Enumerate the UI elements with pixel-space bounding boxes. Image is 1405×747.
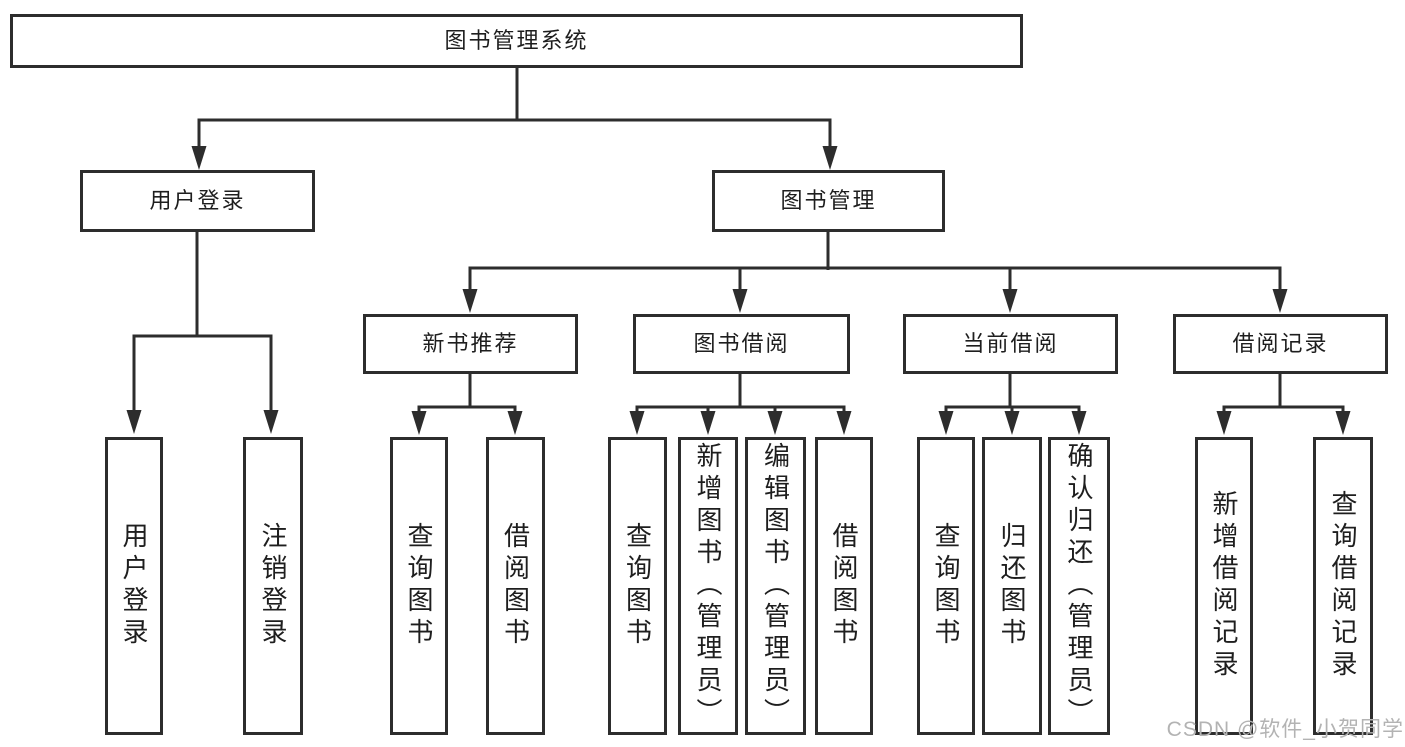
watermark: CSDN @软件_小贺同学	[1166, 718, 1404, 741]
node-label: 图书借阅	[693, 331, 790, 356]
node-new-book-recommendation: 新书推荐	[363, 314, 578, 374]
node-library-management-system: 图书管理系统	[10, 14, 1023, 68]
node-user-login: 用户登录	[80, 170, 315, 232]
node-label: 借阅图书	[500, 522, 531, 650]
node-label: 当前借阅	[962, 331, 1059, 356]
node-leaf-confirm-return-admin: 确认归还（管理员）	[1048, 437, 1110, 735]
node-label: 借阅图书	[829, 522, 859, 650]
node-leaf-add-borrow-record: 新增借阅记录	[1195, 437, 1253, 735]
node-label: 用户登录	[149, 188, 246, 213]
node-label: 图书管理系统	[444, 28, 589, 53]
node-leaf-edit-book-admin: 编辑图书（管理员）	[745, 437, 806, 735]
node-leaf-add-book-admin: 新增图书（管理员）	[678, 437, 738, 735]
node-leaf-query-books-current: 查询图书	[917, 437, 975, 735]
node-label: 查询图书	[622, 522, 653, 650]
node-label: 新增借阅记录	[1209, 490, 1239, 682]
node-leaf-borrow-books-recommendation: 借阅图书	[486, 437, 545, 735]
node-label: 归还图书	[997, 522, 1027, 650]
node-leaf-query-books-recommendation: 查询图书	[390, 437, 448, 735]
node-label: 查询图书	[404, 522, 434, 650]
node-book-borrowing: 图书借阅	[633, 314, 850, 374]
node-label: 确认归还（管理员）	[1064, 442, 1094, 730]
node-leaf-return-book: 归还图书	[982, 437, 1042, 735]
node-label: 新增图书（管理员）	[693, 442, 723, 730]
node-leaf-query-books-borrowing: 查询图书	[608, 437, 667, 735]
node-label: 查询图书	[931, 522, 961, 650]
node-label: 新书推荐	[422, 331, 519, 356]
node-leaf-user-login: 用户登录	[105, 437, 163, 735]
node-label: 图书管理	[780, 188, 877, 213]
node-current-borrowing: 当前借阅	[903, 314, 1118, 374]
node-label: 查询借阅记录	[1328, 490, 1358, 682]
node-leaf-query-borrow-record: 查询借阅记录	[1313, 437, 1373, 735]
node-label: 用户登录	[119, 522, 149, 650]
node-book-management: 图书管理	[712, 170, 945, 232]
node-label: 注销登录	[258, 522, 288, 650]
node-label: 编辑图书（管理员）	[760, 442, 791, 730]
node-borrowing-records: 借阅记录	[1173, 314, 1388, 374]
node-leaf-logout: 注销登录	[243, 437, 303, 735]
node-leaf-borrow-books: 借阅图书	[815, 437, 873, 735]
node-label: 借阅记录	[1232, 331, 1329, 356]
